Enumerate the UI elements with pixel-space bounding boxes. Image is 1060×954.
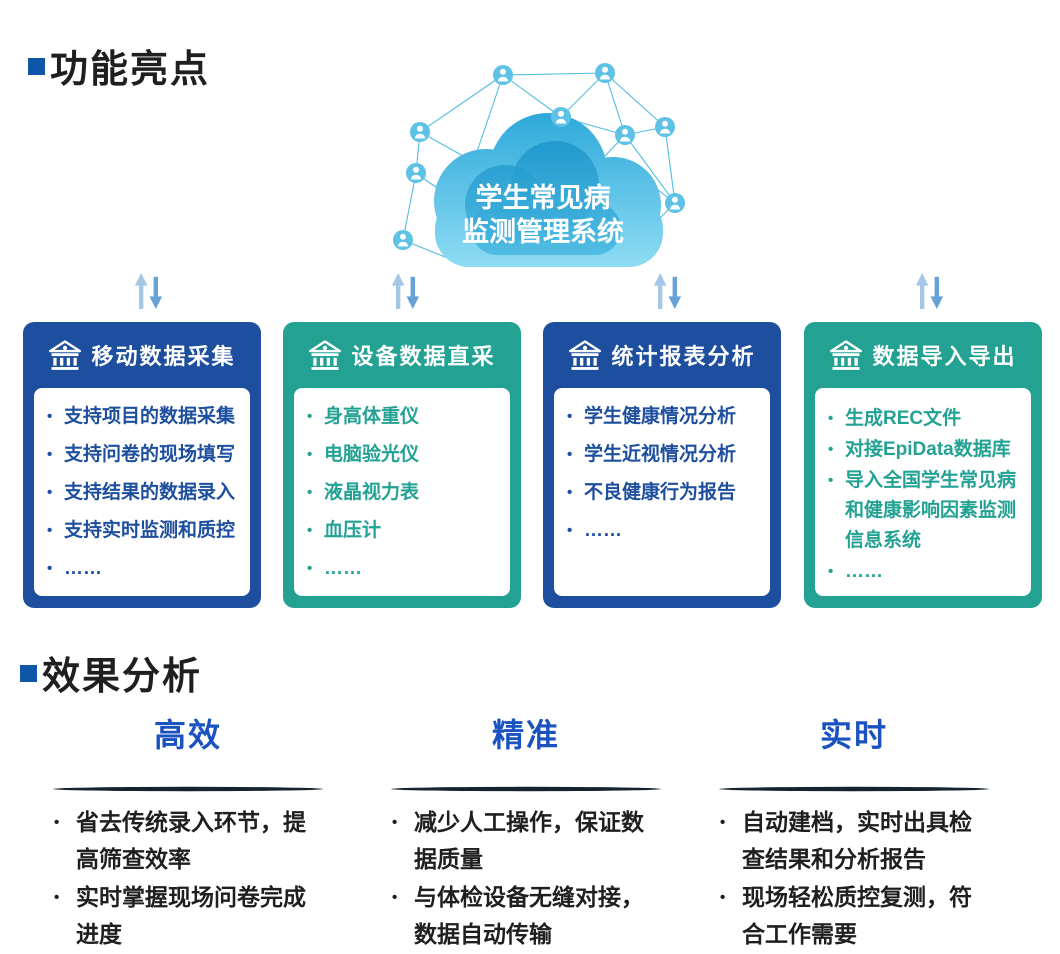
list-item: …… [567, 518, 764, 544]
effect-title: 精准 [491, 717, 560, 753]
card-header: 移动数据采集 [23, 322, 261, 388]
card-panel: 支持项目的数据采集 支持问卷的现场填写 支持结果的数据录入 支持实时监测和质控 … [34, 388, 250, 596]
effects-heading-text: 效果分析 [42, 656, 203, 698]
bank-building-icon [309, 340, 342, 372]
list-item: 对接EpiData数据库 [828, 435, 1025, 465]
list-item: 支持实时监测和质控 [47, 518, 244, 544]
bank-building-icon [49, 340, 82, 372]
card-title: 统计报表分析 [611, 344, 756, 369]
list-item: 支持问卷的现场填写 [47, 442, 244, 468]
list-item: 电脑验光仪 [307, 442, 504, 468]
list-item: 液晶视力表 [307, 480, 504, 506]
tapered-divider-line [391, 786, 661, 792]
list-item: 自动建档，实时出具检查结果和分析报告 [718, 804, 984, 878]
list-item: 学生近视情况分析 [567, 442, 764, 468]
cloud-title-line1: 学生常见病 [476, 182, 611, 213]
cloud-shape [434, 113, 663, 267]
effect-column-realtime: 实时 自动建档，实时出具检查结果和分析报告 现场轻松质控复测，符合工作需要 [718, 710, 990, 954]
list-item: …… [828, 557, 1025, 587]
bank-building-icon [830, 340, 863, 372]
list-item: 生成REC文件 [828, 404, 1025, 434]
list-item: 与体检设备无缝对接，数据自动传输 [390, 879, 656, 953]
card-title: 移动数据采集 [91, 344, 236, 369]
sync-arrows-icon [652, 272, 682, 310]
list-item: 减少人工操作，保证数据质量 [390, 804, 656, 878]
card-data-import-export: 数据导入导出 生成REC文件 对接EpiData数据库 导入全国学生常见病和健康… [804, 322, 1042, 608]
card-header: 设备数据直采 [283, 322, 521, 388]
effect-title: 高效 [153, 717, 222, 753]
effects-heading: 效果分析 [20, 645, 202, 700]
sync-arrows-icon [390, 272, 420, 310]
sync-arrows-icon [914, 272, 944, 310]
features-heading-text: 功能亮点 [50, 49, 211, 91]
bank-building-icon [569, 340, 602, 372]
heading-square-bullet [20, 665, 37, 682]
list-item: 身高体重仪 [307, 404, 504, 430]
card-statistical-reports: 统计报表分析 学生健康情况分析 学生近视情况分析 不良健康行为报告 …… [543, 322, 781, 608]
features-heading: 功能亮点 [28, 38, 210, 93]
list-item: 学生健康情况分析 [567, 404, 764, 430]
tapered-divider-line [53, 786, 323, 792]
list-item: 省去传统录入环节，提高筛查效率 [52, 804, 318, 878]
list-item: 不良健康行为报告 [567, 480, 764, 506]
effect-column-efficiency: 高效 省去传统录入环节，提高筛查效率 实时掌握现场问卷完成进度 [52, 710, 324, 954]
card-panel: 生成REC文件 对接EpiData数据库 导入全国学生常见病和健康影响因素监测信… [815, 388, 1031, 596]
list-item: 现场轻松质控复测，符合工作需要 [718, 879, 984, 953]
cloud-network-graphic: 学生常见病 监测管理系统 [383, 55, 705, 271]
card-device-direct-collection: 设备数据直采 身高体重仪 电脑验光仪 液晶视力表 血压计 …… [283, 322, 521, 608]
list-item: 血压计 [307, 518, 504, 544]
list-item: …… [47, 556, 244, 582]
list-item: 支持项目的数据采集 [47, 404, 244, 430]
card-header: 数据导入导出 [804, 322, 1042, 388]
list-item: 导入全国学生常见病和健康影响因素监测信息系统 [828, 466, 1025, 556]
card-title: 设备数据直采 [351, 344, 496, 369]
card-header: 统计报表分析 [543, 322, 781, 388]
effect-title: 实时 [819, 717, 888, 753]
card-mobile-data-collection: 移动数据采集 支持项目的数据采集 支持问卷的现场填写 支持结果的数据录入 支持实… [23, 322, 261, 608]
tapered-divider-line [719, 786, 989, 792]
list-item: …… [307, 556, 504, 582]
card-title: 数据导入导出 [872, 344, 1017, 369]
list-item: 实时掌握现场问卷完成进度 [52, 879, 318, 953]
list-item: 支持结果的数据录入 [47, 480, 244, 506]
card-panel: 身高体重仪 电脑验光仪 液晶视力表 血压计 …… [294, 388, 510, 596]
sync-arrows-icon [133, 272, 163, 310]
heading-square-bullet [28, 58, 45, 75]
cloud-title-line2: 监测管理系统 [462, 216, 624, 247]
card-panel: 学生健康情况分析 学生近视情况分析 不良健康行为报告 …… [554, 388, 770, 596]
effect-column-accuracy: 精准 减少人工操作，保证数据质量 与体检设备无缝对接，数据自动传输 [390, 710, 662, 954]
